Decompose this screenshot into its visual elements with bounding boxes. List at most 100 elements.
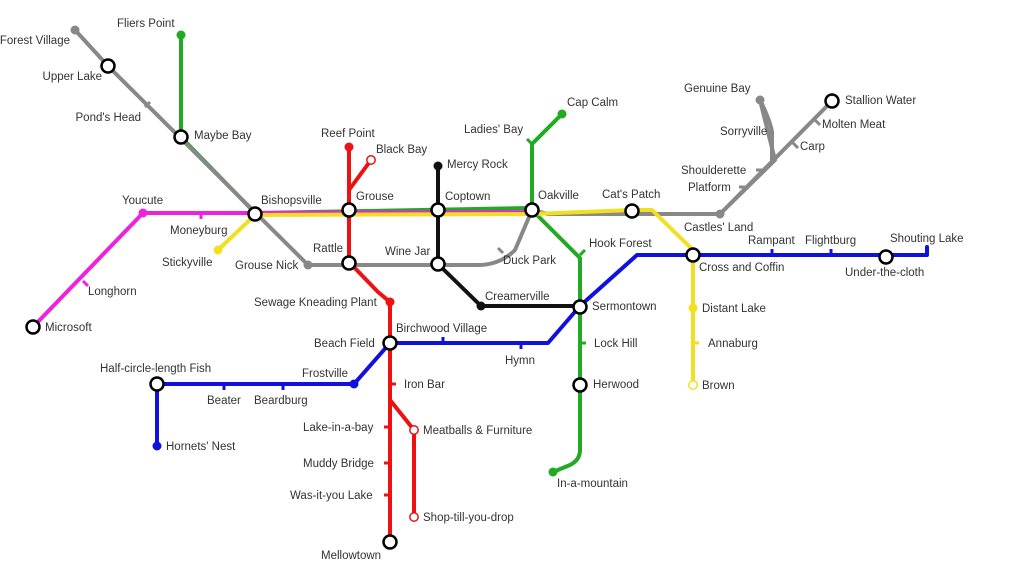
station-label-maybe-bay: Maybe Bay <box>194 130 252 142</box>
station-label-stallion-water: Stallion Water <box>845 95 916 107</box>
station-label-half-circle-length-fish: Half-circle-length Fish <box>100 363 211 375</box>
station-rattle-interchange-marker[interactable] <box>341 255 357 271</box>
station-half-circle-length-fish-interchange-marker[interactable] <box>149 376 165 392</box>
station-black-bay-marker[interactable] <box>366 155 376 165</box>
station-label-annaburg: Annaburg <box>708 338 758 350</box>
station-label-ponds-head: Pond's Head <box>76 112 142 124</box>
station-label-duck-park: Duck Park <box>503 255 556 267</box>
station-label-creamerville: Creamerville <box>485 291 550 303</box>
station-label-lake-in-a-bay: Lake-in-a-bay <box>303 422 374 434</box>
station-label-shouting-lake: Shouting Lake <box>890 233 964 245</box>
station-sewage-kneading-plant-marker[interactable] <box>385 297 395 307</box>
station-frostville-marker[interactable] <box>349 379 359 389</box>
station-ladies-bay-tick[interactable] <box>525 137 534 146</box>
station-reef-point-marker[interactable] <box>344 142 354 152</box>
station-wine-jar-interchange-marker[interactable] <box>430 256 446 272</box>
station-label-hornets-nest: Hornets' Nest <box>166 441 236 453</box>
station-label-sewage-kneading-plant: Sewage Kneading Plant <box>254 297 378 309</box>
station-beach-field-interchange-marker[interactable] <box>382 335 398 351</box>
station-label-black-bay: Black Bay <box>376 144 427 156</box>
station-castles-land-marker[interactable] <box>715 209 725 219</box>
station-microsoft-interchange-marker[interactable] <box>25 319 41 335</box>
station-label-molten-meat: Molten Meat <box>822 119 886 131</box>
station-label-beater: Beater <box>207 395 241 407</box>
station-label-coptown: Coptown <box>445 191 490 203</box>
station-label-oakville: Oakville <box>538 190 579 202</box>
station-markers <box>25 25 894 550</box>
station-longhorn-tick[interactable] <box>81 279 90 288</box>
station-label-distant-lake: Distant Lake <box>702 303 766 315</box>
station-label-lock-hill: Lock Hill <box>594 338 637 350</box>
station-in-a-mountain-marker[interactable] <box>548 467 558 477</box>
station-under-the-cloth-interchange-marker[interactable] <box>878 249 894 265</box>
station-label-beach-field: Beach Field <box>314 338 375 350</box>
station-grouse-interchange-marker[interactable] <box>341 202 357 218</box>
station-cats-patch-interchange-marker[interactable] <box>624 203 640 219</box>
station-label-brown: Brown <box>702 380 735 392</box>
station-label-forest-village: Forest Village <box>0 35 70 47</box>
station-creamerville-marker[interactable] <box>476 301 486 311</box>
station-sermontown-interchange-marker[interactable] <box>572 299 588 315</box>
station-label-rampant: Rampant <box>748 235 795 247</box>
station-label-hook-forest: Hook Forest <box>589 238 652 250</box>
station-label-grouse-nick: Grouse Nick <box>235 260 299 272</box>
station-molten-meat-tick[interactable] <box>813 118 822 127</box>
station-upper-lake-interchange-marker[interactable] <box>100 58 116 74</box>
station-label-rattle: Rattle <box>313 243 343 255</box>
metro-lines <box>31 28 929 544</box>
station-carp-tick[interactable] <box>791 141 800 150</box>
station-label-cats-patch: Cat's Patch <box>602 189 660 201</box>
station-duck-park-tick[interactable] <box>496 246 505 255</box>
station-bishopsville-interchange-marker[interactable] <box>247 206 263 222</box>
station-label-frostville: Frostville <box>302 368 348 380</box>
station-herwood-interchange-marker[interactable] <box>572 377 588 393</box>
station-label-grouse: Grouse <box>356 191 394 203</box>
station-label-carp: Carp <box>800 141 825 153</box>
station-distant-lake-marker[interactable] <box>688 303 698 313</box>
station-label-reef-point: Reef Point <box>321 128 376 140</box>
station-fliers-point-marker[interactable] <box>176 30 186 40</box>
station-genuine-bay-marker[interactable] <box>755 95 765 105</box>
station-maybe-bay-interchange-marker[interactable] <box>173 129 189 145</box>
station-label-birchwood-village: Birchwood Village <box>396 323 487 335</box>
station-label-shop-till-you-drop: Shop-till-you-drop <box>423 512 514 524</box>
station-label-ladies-bay: Ladies' Bay <box>464 124 523 136</box>
station-oakville-interchange-marker[interactable] <box>524 202 540 218</box>
station-shop-till-you-drop-marker[interactable] <box>409 512 419 522</box>
station-hornets-nest-marker[interactable] <box>152 441 162 451</box>
station-label-wine-jar: Wine Jar <box>385 246 431 258</box>
station-label-moneyburg: Moneyburg <box>170 225 228 237</box>
station-forest-village-marker[interactable] <box>70 25 80 35</box>
station-ticks <box>81 100 833 497</box>
station-label-under-the-cloth: Under-the-cloth <box>845 267 924 279</box>
station-label-in-a-mountain: In-a-mountain <box>557 478 628 490</box>
station-label-fliers-point: Fliers Point <box>117 18 175 30</box>
station-label-hymn: Hymn <box>505 355 535 367</box>
station-mellowtown-interchange-marker[interactable] <box>382 534 398 550</box>
station-brown-marker[interactable] <box>688 380 698 390</box>
station-label-herwood: Herwood <box>593 379 639 391</box>
green-line-branch-1 <box>530 112 582 474</box>
station-label-genuine-bay: Genuine Bay <box>684 83 751 95</box>
station-cap-calm-marker[interactable] <box>557 109 567 119</box>
station-hook-forest-tick[interactable] <box>578 248 587 257</box>
station-grouse-nick-marker[interactable] <box>303 260 313 270</box>
station-coptown-interchange-marker[interactable] <box>430 202 446 218</box>
red-line-branch-2 <box>388 398 416 519</box>
station-label-was-it-you-lake: Was-it-you Lake <box>290 490 373 502</box>
station-mercy-rock-marker[interactable] <box>433 161 443 171</box>
station-stickyville-marker[interactable] <box>213 245 223 255</box>
station-ponds-head-tick[interactable] <box>143 100 152 109</box>
station-stallion-water-interchange-marker[interactable] <box>824 93 840 109</box>
red-line-branch-1 <box>347 158 373 192</box>
station-meatballs-furniture-marker[interactable] <box>409 425 419 435</box>
station-label-mellowtown: Mellowtown <box>321 550 381 562</box>
station-label-bishopsville: Bishopsville <box>261 195 322 207</box>
station-label-mercy-rock: Mercy Rock <box>447 159 508 171</box>
station-cross-and-coffin-interchange-marker[interactable] <box>685 247 701 263</box>
station-label-platform: Platform <box>688 182 731 194</box>
station-label-flightburg: Flightburg <box>805 235 856 247</box>
station-youcute-marker[interactable] <box>138 208 148 218</box>
